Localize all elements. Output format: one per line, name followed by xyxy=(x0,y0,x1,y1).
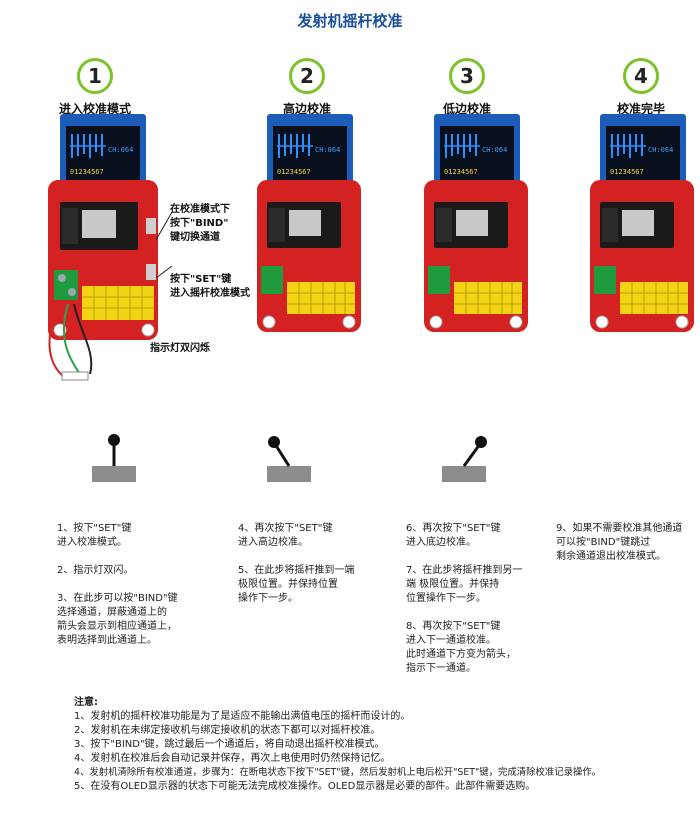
joystick-tilt-left-icon xyxy=(267,436,311,482)
transmitter-board-3: CH:064 01234567 xyxy=(424,114,528,332)
terminal-block xyxy=(428,266,450,294)
pin-header xyxy=(82,286,154,320)
transmitter-board-1: CH:064 01234567 xyxy=(48,114,158,381)
instruction-step: 6、再次按下"SET"键 进入底边校准。 xyxy=(406,523,501,548)
callout-set: 按下"SET"键 进入摇杆校准模式 xyxy=(170,274,250,299)
instruction-step: 2、指示灯双闪。 xyxy=(57,565,134,576)
led-wires xyxy=(48,303,93,378)
channel-readout: CH:064 xyxy=(315,146,340,154)
oled-display: CH:064 01234567 xyxy=(600,114,686,186)
notes-heading: 注意: xyxy=(74,697,98,708)
instructions-column-1: 1、按下"SET"键 进入校准模式。 2、指示灯双闪。 3、在此步可以按"BIN… xyxy=(57,522,232,662)
step-2-header: 2 高边校准 xyxy=(232,58,382,117)
step-label: 进入校准模式 xyxy=(58,102,131,116)
digit-readout: 01234567 xyxy=(444,168,478,176)
note-item: 2、发射机在未绑定接收机与绑定接收机的状态下都可以对摇杆校准。 xyxy=(74,725,381,736)
step-label: 高边校准 xyxy=(282,102,331,116)
joystick-tilt-right-icon xyxy=(442,436,487,482)
pin-header xyxy=(454,282,522,314)
pin-header xyxy=(287,282,355,314)
step-number: 2 xyxy=(289,58,325,94)
note-item: 1、发射机的摇杆校准功能是为了是适应不能输出满值电压的摇杆而设计的。 xyxy=(74,711,411,722)
step-1-header: 1 进入校准模式 xyxy=(20,58,170,117)
terminal-block xyxy=(261,266,283,294)
step-number: 3 xyxy=(449,58,485,94)
digit-readout: 01234567 xyxy=(277,168,311,176)
oled-display: CH:064 01234567 xyxy=(434,114,520,186)
note-item: 4、发射机在校准后会自动记录并保存，再次上电使用时仍然保持记忆。 xyxy=(74,753,391,764)
instruction-step: 3、在此步可以按"BIND"键 选择通道，屏蔽通道上的 箭头会显示到相应通道上，… xyxy=(57,593,178,646)
joystick-center-icon xyxy=(92,434,136,482)
oled-display: CH:064 01234567 xyxy=(60,114,146,186)
instruction-step: 8、再次按下"SET"键 进入下一通道校准。 此时通道下方变为箭头， 指示下一通… xyxy=(406,621,516,674)
terminal-block xyxy=(54,270,78,300)
note-item: 3、按下"BIND"键，跳过最后一个通道后，将自动退出摇杆校准模式。 xyxy=(74,739,385,750)
instruction-step: 5、在此步将摇杆推到一端 极限位置。并保持位置 操作下一步。 xyxy=(238,565,355,604)
step-number: 4 xyxy=(623,58,659,94)
notes-section: 注意: 1、发射机的摇杆校准功能是为了是适应不能输出满值电压的摇杆而设计的。 2… xyxy=(74,696,674,794)
led-indicator xyxy=(61,371,89,381)
step-3-header: 3 低边校准 xyxy=(392,58,542,117)
transmitter-board-2: CH:064 01234567 xyxy=(257,114,361,332)
set-button xyxy=(146,264,156,280)
callout-leaders xyxy=(155,211,173,279)
instruction-step: 9、如果不需要校准其他通道 可以按"BIND"键跳过 剩余通道退出校准模式。 xyxy=(556,523,683,562)
instructions-column-2: 4、再次按下"SET"键 进入高边校准。 5、在此步将摇杆推到一端 极限位置。并… xyxy=(238,522,398,620)
step-label: 低边校准 xyxy=(442,102,491,116)
note-item: 5、在没有OLED显示器的状态下可能无法完成校准操作。OLED显示器是必要的部件… xyxy=(74,781,536,792)
bind-button xyxy=(146,218,156,234)
step-label: 校准完毕 xyxy=(616,102,665,116)
instruction-step: 7、在此步将摇杆推到另一 端 极限位置。并保持 位置操作下一步。 xyxy=(406,565,523,604)
note-item: 4、发射机清除所有校准通道，步骤为：在断电状态下按下"SET"键，然后发射机上电… xyxy=(74,767,602,778)
transmitter-board-4: CH:064 01234567 xyxy=(590,114,694,332)
digit-readout: 01234567 xyxy=(70,168,104,176)
channel-readout: CH:064 xyxy=(482,146,507,154)
step-4-header: 4 校准完毕 xyxy=(566,58,700,117)
step-number: 1 xyxy=(77,58,113,94)
callout-bind: 在校准模式下 按下"BIND" 键切换通道 xyxy=(170,204,230,243)
instruction-step: 1、按下"SET"键 进入校准模式。 xyxy=(57,523,132,548)
instructions-column-3: 6、再次按下"SET"键 进入底边校准。 7、在此步将摇杆推到另一 端 极限位置… xyxy=(406,522,556,690)
oled-display: CH:064 01234567 xyxy=(267,114,353,186)
digit-readout: 01234567 xyxy=(610,168,644,176)
instruction-step: 4、再次按下"SET"键 进入高边校准。 xyxy=(238,523,333,548)
page-title: 发射机摇杆校准 xyxy=(297,12,403,30)
callout-led: 指示灯双闪烁 xyxy=(150,343,210,354)
instructions-column-4: 9、如果不需要校准其他通道 可以按"BIND"键跳过 剩余通道退出校准模式。 xyxy=(556,522,700,578)
terminal-block xyxy=(594,266,616,294)
pin-header xyxy=(620,282,688,314)
channel-readout: CH:064 xyxy=(648,146,673,154)
channel-readout: CH:064 xyxy=(108,146,133,154)
